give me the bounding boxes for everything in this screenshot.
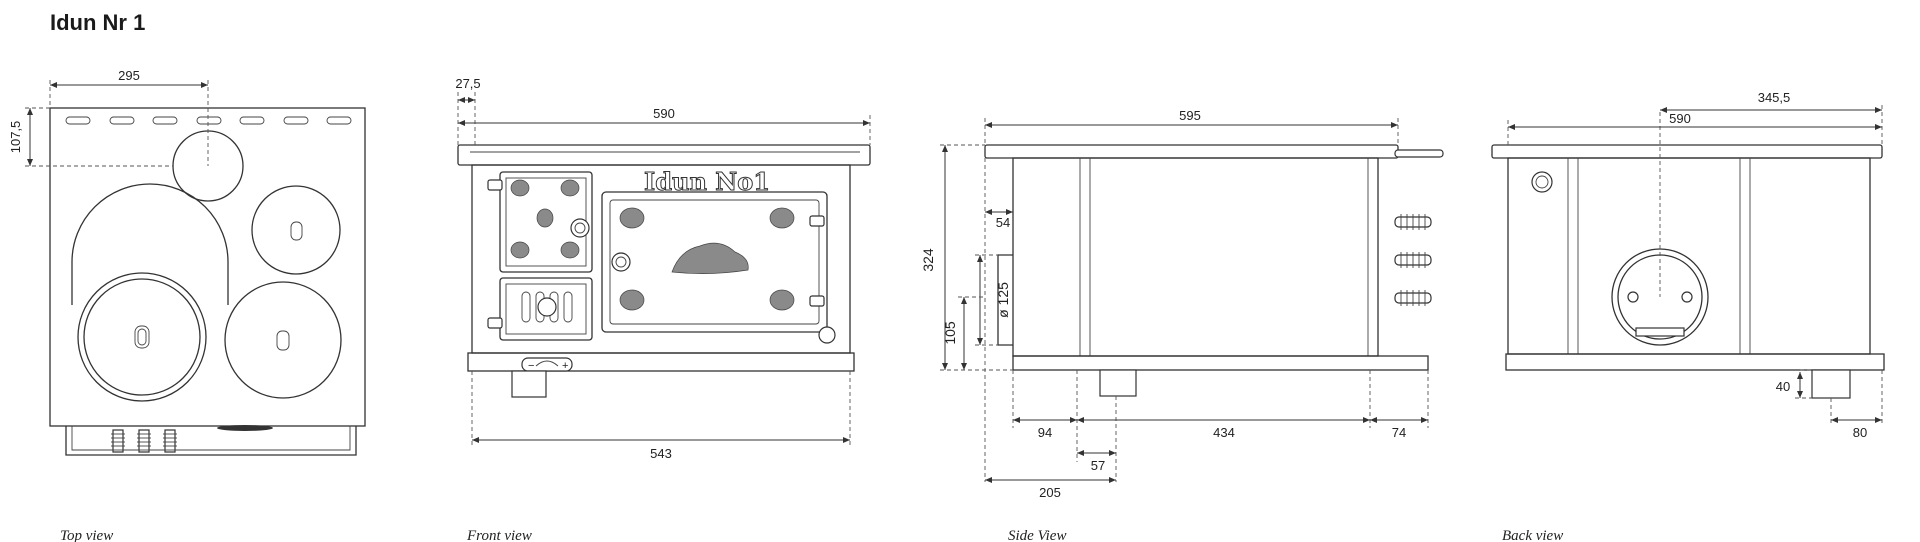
top-hotplate-small-knob [290,221,303,241]
back-view: 345,5 590 40 80 Back view [1491,90,1885,542]
dim-label-94: 94 [1038,425,1052,440]
side-rail [1394,149,1444,158]
dim-label-345: 345,5 [1758,90,1791,105]
back-top-plate [1491,144,1883,159]
side-top-plate [984,144,1399,159]
dim-label-27: 27,5 [455,76,480,91]
dim-label-flue: ø 125 [995,282,1011,318]
front-draft-knob [570,218,590,238]
front-air-control [521,357,573,372]
front-ash-door [499,277,593,341]
front-flue-stub [511,370,547,398]
side-spring-handles [1394,214,1432,306]
front-ornaments [510,179,795,311]
front-ash-grille [521,291,573,323]
back-body [1507,157,1871,355]
front-top-plate [457,144,871,166]
caption-side-view: Side View [1008,528,1066,542]
dim-label-295: 295 [118,68,140,83]
front-oven-door [601,191,828,333]
top-hotplate-small [251,185,341,275]
side-view: 595 324 54 ø 125 105 94 434 74 57 205 Si… [920,108,1444,542]
back-flue-base [1635,327,1685,337]
side-flue-collar [997,254,1013,346]
front-view: Idun No1 − + 27,5 590 [455,76,871,542]
dim-label-40: 40 [1776,379,1790,394]
front-badge [818,326,836,344]
caption-back-view: Back view [1502,528,1563,542]
top-vent-slots [65,116,352,125]
dim-label-590-back: 590 [1669,111,1691,126]
front-thermometer [611,252,631,272]
back-connector [1531,171,1553,193]
svg-text:−: − [528,360,534,372]
top-rail-shadow [217,425,273,431]
dim-label-595: 595 [1179,108,1201,123]
front-firebox-door [499,171,593,273]
top-hotplate-medium [224,281,342,399]
dim-label-324: 324 [920,248,936,272]
caption-front-view: Front view [466,528,532,542]
top-oven-outline [71,183,229,305]
front-plinth [467,352,855,372]
dim-label-105: 105 [942,321,958,345]
dim-label-80: 80 [1853,425,1867,440]
dim-label-205: 205 [1039,485,1061,500]
dim-label-107: 107,5 [8,121,23,154]
page-title: Idun Nr 1 [50,10,146,35]
back-plinth [1505,353,1885,371]
top-view-outline [49,107,366,427]
dim-label-54: 54 [996,215,1010,230]
dim-label-590-front: 590 [653,106,675,121]
back-foot [1811,369,1851,399]
dim-label-74: 74 [1392,425,1406,440]
top-view: 295 107,5 Top view [8,68,366,542]
top-handle-bar [65,426,357,456]
dim-label-434: 434 [1213,425,1235,440]
side-plinth [1012,355,1429,371]
top-hotplate-medium-knob [276,330,290,351]
top-spring-handles [111,429,177,453]
top-hotplate-large [83,278,201,396]
caption-top-view: Top view [60,528,113,542]
svg-text:+: + [562,360,568,372]
dim-label-57: 57 [1091,458,1105,473]
front-logo: Idun No1 [644,167,770,196]
dim-label-543: 543 [650,446,672,461]
side-foot [1099,369,1137,397]
side-body [1012,157,1379,357]
front-hinge [487,179,503,191]
top-hotplate-large-knob [134,325,150,349]
top-hotplate-large-outer [77,272,207,402]
